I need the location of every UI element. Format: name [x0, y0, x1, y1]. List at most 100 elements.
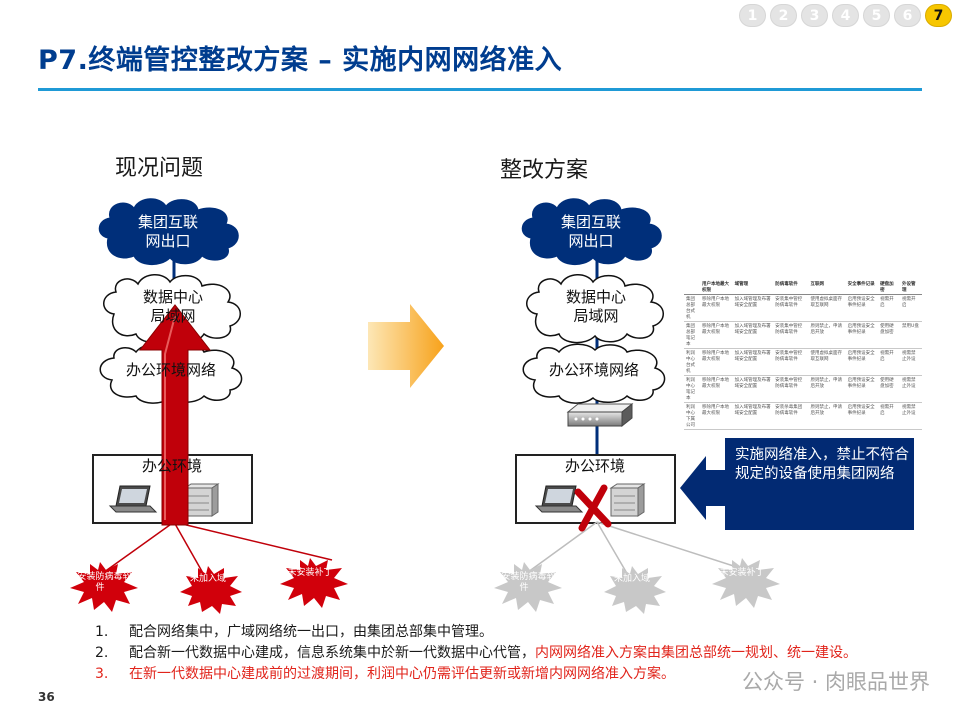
policy-table: 用户本地最大权限 域管理 防病毒软件 互联网 安全事件记录 硬盘加密 外设管理 … — [684, 280, 922, 430]
proposed-risk-label-2: 未加入域 — [613, 574, 650, 584]
current-red-up-arrow — [138, 304, 212, 526]
page-title: P7.终端管控整改方案 – 实施内网网络准入 — [38, 45, 563, 76]
step-6[interactable]: 6 — [894, 4, 921, 27]
table-header-cell: 域管理 — [732, 280, 774, 295]
table-cell: 加入域管理及布署域安全配置 — [732, 375, 774, 403]
note-text: 配合新一代数据中心建成，信息系统集中於新一代数据中心代管，内网网络准入方案由集团… — [129, 643, 925, 664]
callout-shape — [680, 438, 914, 530]
table-row: 利润中心下属公司 移除用户本地最大权限 加入域管理及布署域安全配置 安装杀毒集团… — [684, 402, 922, 430]
step-indicator: 1 2 3 4 5 6 7 — [739, 4, 952, 27]
block-x-icon — [574, 484, 612, 532]
callout-text: 实施网络准入，禁止不符合规定的设备使用集团网络 — [735, 447, 909, 482]
note-item-1: 1. 配合网络集中，广域网络统一出口，由集团总部集中管理。 — [95, 622, 925, 643]
proposed-risk-burst-1 — [494, 562, 562, 612]
proposed-internet-label: 集团互联 网出口 — [560, 213, 621, 250]
note-text-black: 配合网络集中，广域网络统一出口，由集团总部集中管理。 — [129, 624, 493, 640]
current-risk-label-2: 未加入域 — [189, 574, 226, 584]
transition-arrow — [368, 304, 444, 388]
table-cell: 使用硬盘加密 — [878, 321, 901, 349]
note-text: 在新一代数据中心建成前的过渡期间，利润中心仍需评估更新或新增内网网络准入方案。 — [129, 664, 925, 685]
proposed-office-net-cloud — [522, 343, 666, 404]
note-item-3: 3. 在新一代数据中心建成前的过渡期间，利润中心仍需评估更新或新增内网网络准入方… — [95, 664, 925, 685]
table-header-cell — [684, 280, 700, 295]
policy-table-container: 用户本地最大权限 域管理 防病毒软件 互联网 安全事件记录 硬盘加密 外设管理 … — [684, 280, 922, 430]
step-5[interactable]: 5 — [863, 4, 890, 27]
current-internet-label: 集团互联 网出口 — [137, 213, 198, 250]
table-cell: 移除用户本地最大权限 — [700, 402, 733, 430]
table-cell: 利润中心笔记本 — [684, 375, 700, 403]
table-header-cell: 外设管理 — [900, 280, 922, 295]
table-cell: 视需禁止外设 — [900, 402, 922, 430]
table-cell: 移除用户本地最大权限 — [700, 375, 733, 403]
current-laptop-icon — [108, 485, 158, 513]
current-office-net-label: 办公环境网络 — [125, 361, 216, 379]
step-1[interactable]: 1 — [739, 4, 766, 27]
current-internet-cloud — [98, 198, 239, 265]
table-cell: 移除用户本地最大权限 — [700, 348, 733, 376]
current-office-label: 办公环境 — [141, 457, 202, 475]
table-cell: 启用预设安全事件纪录 — [845, 294, 879, 322]
proposed-risk-burst-3 — [712, 558, 780, 608]
table-cell: 原则禁止，申请后开放 — [808, 375, 846, 403]
proposed-risk-burst-2 — [604, 566, 666, 614]
table-cell: 启用预设安全事件纪录 — [845, 375, 879, 403]
table-cell: 原则禁止，申请后开放 — [808, 321, 846, 349]
step-3[interactable]: 3 — [801, 4, 828, 27]
table-cell: 启用预设安全事件纪录 — [845, 402, 879, 430]
current-dc-lan-label: 数据中心 局域网 — [142, 288, 203, 325]
page-number: 36 — [38, 690, 55, 704]
current-risk-burst-3 — [280, 558, 348, 608]
watermark: 公众号 · 肉眼品世界 — [741, 670, 930, 694]
current-risk-burst-1 — [70, 562, 138, 612]
note-number: 2. — [95, 645, 109, 661]
table-cell: 加入域管理及布署域安全配置 — [732, 321, 774, 349]
step-4[interactable]: 4 — [832, 4, 859, 27]
table-cell: 安装集中管控防病毒软件 — [773, 294, 809, 322]
table-cell: 利润中心台式机 — [684, 348, 700, 376]
note-item-2: 2. 配合新一代数据中心建成，信息系统集中於新一代数据中心代管，内网网络准入方案… — [95, 643, 925, 664]
table-cell: 集团总部笔记本 — [684, 321, 700, 349]
table-header-cell: 用户本地最大权限 — [700, 280, 733, 295]
proposed-risk-label-1: 未安装防病毒软件 — [492, 572, 556, 593]
table-row: 利润中心笔记本 移除用户本地最大权限 加入域管理及布署域安全配置 安装集中管控防… — [684, 375, 922, 403]
table-cell: 启用预设安全事件纪录 — [845, 321, 879, 349]
table-cell: 使用硬盘加密 — [878, 375, 901, 403]
note-number: 1. — [95, 624, 109, 640]
table-cell: 移除用户本地最大权限 — [700, 321, 733, 349]
note-text-red: 在新一代数据中心建成前的过渡期间，利润中心仍需评估更新或新增内网网络准入方案。 — [129, 666, 675, 682]
step-2[interactable]: 2 — [770, 4, 797, 27]
table-cell: 视需禁止外设 — [900, 375, 922, 403]
current-risk-label-3: 未安装补丁 — [287, 568, 333, 578]
table-cell: 视需禁止外设 — [900, 348, 922, 376]
table-header-cell: 互联网 — [808, 280, 846, 295]
current-server-icon — [183, 483, 220, 517]
table-row: 集团总部台式机 移除用户本地最大权限 加入域管理及布署域安全配置 安装集中管控防… — [684, 294, 922, 322]
table-cell: 原则禁止，申请后开放 — [808, 402, 846, 430]
table-cell: 使用虚拟桌面存取互联网 — [808, 294, 846, 322]
current-risk-burst-2 — [180, 566, 242, 614]
table-cell: 安装集中管控防病毒软件 — [773, 348, 809, 376]
proposed-dc-lan-label: 数据中心 局域网 — [565, 288, 626, 325]
note-text-black: 配合新一代数据中心建成，信息系统集中於新一代数据中心代管， — [129, 645, 535, 661]
table-cell: 安装杀毒集团防病毒软件 — [773, 402, 809, 430]
table-cell: 加入域管理及布署域安全配置 — [732, 294, 774, 322]
step-7-active[interactable]: 7 — [925, 4, 952, 27]
table-row: 集团总部笔记本 移除用户本地最大权限 加入域管理及布署域安全配置 安装集中管控防… — [684, 321, 922, 349]
proposed-laptop-icon — [534, 485, 584, 513]
table-cell: 禁用U盘 — [900, 321, 922, 349]
current-risk-label-1: 未安装防病毒软件 — [68, 572, 132, 593]
proposed-office-net-label: 办公环境网络 — [548, 361, 639, 379]
table-cell: 加入域管理及布署域安全配置 — [732, 348, 774, 376]
table-header-cell: 硬盘加密 — [878, 280, 901, 295]
table-cell: 加入域管理及布署域安全配置 — [732, 402, 774, 430]
proposed-office-label: 办公环境 — [564, 457, 625, 475]
table-cell: 视需开启 — [878, 402, 901, 430]
proposed-heading: 整改方案 — [500, 158, 589, 183]
table-cell: 视需开启 — [878, 294, 901, 322]
router-icon — [566, 402, 634, 428]
current-heading: 现况问题 — [115, 156, 204, 181]
table-cell: 集团总部台式机 — [684, 294, 700, 322]
note-text: 配合网络集中，广域网络统一出口，由集团总部集中管理。 — [129, 622, 925, 643]
proposed-internet-cloud — [521, 198, 662, 265]
